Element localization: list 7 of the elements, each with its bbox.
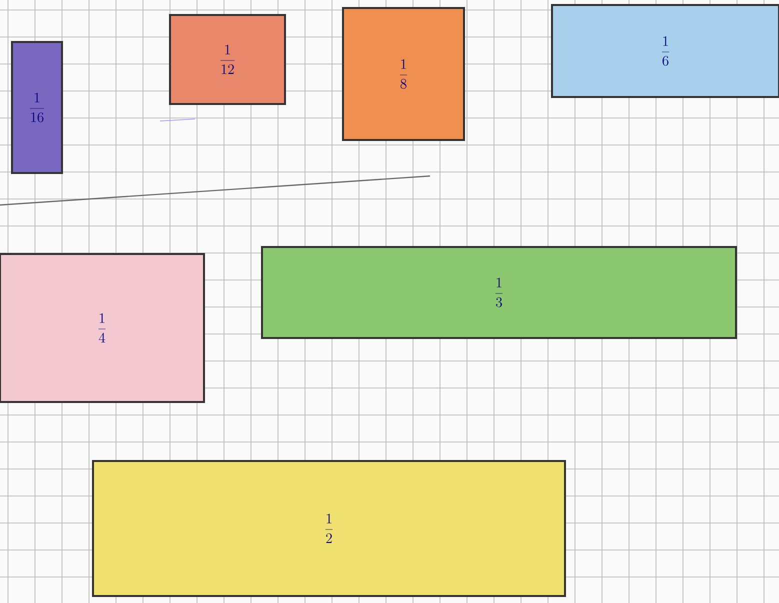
- fraction-box: $\frac{1}{3}$: [261, 246, 737, 339]
- fraction-box: $\frac{1}{4}$: [0, 253, 205, 403]
- fraction-box: $\frac{1}{16}$: [11, 41, 63, 174]
- fraction-box: $\frac{1}{6}$: [551, 4, 779, 98]
- fraction-box: $\frac{1}{8}$: [342, 7, 465, 141]
- fraction-box: $\frac{1}{12}$: [169, 14, 286, 105]
- fraction-box: $\frac{1}{2}$: [92, 460, 566, 597]
